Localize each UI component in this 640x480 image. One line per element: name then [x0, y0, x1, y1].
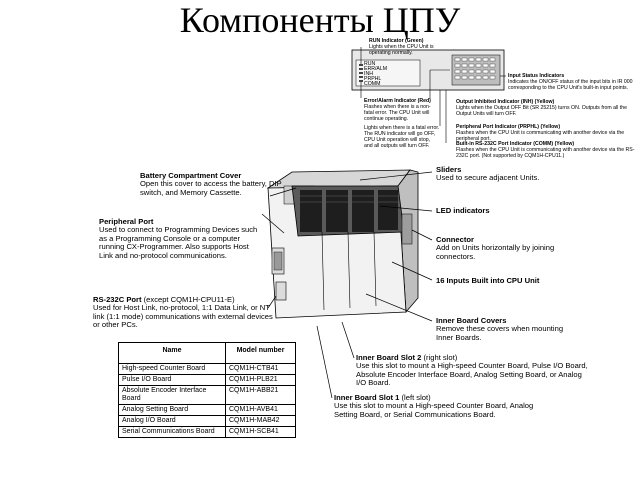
- error-indicator-title: Error/Alarm Indicator (Red): [364, 98, 431, 104]
- table-row: Absolute Encoder Interface Board CQM1H-A…: [118, 385, 296, 405]
- peripheral-indicator-title: Peripheral Port Indicator (PRPHL) (Yello…: [456, 124, 561, 130]
- sliders-callout: Sliders Used to secure adjacent Units.: [436, 165, 616, 183]
- input-status-note: Input Status Indicators Indicates the ON…: [508, 73, 636, 91]
- connector-title: Connector: [436, 235, 474, 244]
- inhibited-indicator-desc: Lights when the Output OFF Bit (SR 25215…: [456, 105, 627, 117]
- inner-board-slot2-callout: Inner Board Slot 2 (right slot) Use this…: [356, 353, 590, 388]
- model-number-cell: CQM1H-SCB41: [225, 426, 296, 438]
- error-indicator-note: Error/Alarm Indicator (Red) Flashes when…: [364, 98, 440, 149]
- led-panel-leaders: [360, 47, 506, 143]
- rs232c-port-desc: Used for Host Link, no-protocol, 1:1 Dat…: [93, 303, 273, 330]
- led-indicators-title: LED indicators: [436, 206, 490, 215]
- board-name-cell: Absolute Encoder Interface Board: [118, 385, 226, 405]
- column-header-name: Name: [118, 342, 226, 364]
- peripheral-port-title: Peripheral Port: [99, 217, 154, 226]
- model-number-cell: CQM1H-PLB21: [225, 374, 296, 386]
- slide-title: Компоненты ЦПУ: [179, 0, 461, 40]
- inner-board-covers-callout: Inner Board Covers Remove these covers w…: [436, 316, 576, 342]
- connector-callout: Connector Add on Units horizontally by j…: [436, 235, 564, 261]
- table-row: Serial Communications Board CQM1H-SCB41: [118, 426, 296, 438]
- sliders-title: Sliders: [436, 165, 462, 174]
- inner-board-covers-title: Inner Board Covers: [436, 316, 507, 325]
- run-indicator-title: RUN Indicator (Green): [369, 38, 424, 44]
- column-header-model: Model number: [225, 342, 296, 364]
- battery-cover-callout: Battery Compartment Cover Open this cove…: [140, 171, 288, 197]
- peripheral-port-desc: Used to connect to Programming Devices s…: [99, 225, 258, 260]
- rs232c-port-title: RS-232C Port: [93, 295, 142, 304]
- led-label-prphl: PRPHL: [364, 76, 382, 82]
- table-header-row: Name Model number: [118, 342, 296, 364]
- error-indicator-desc1: Flashes when there is a non-fatal error.…: [364, 104, 431, 122]
- peripheral-indicator-note: Peripheral Port Indicator (PRPHL) (Yello…: [456, 124, 632, 142]
- led-label-comm: COMM: [364, 81, 381, 87]
- model-number-cell: CQM1H-CTB41: [225, 363, 296, 375]
- model-number-cell: CQM1H-AVB41: [225, 404, 296, 416]
- led-label-run: RUN: [364, 61, 376, 67]
- peripheral-indicator-desc: Flashes when the CPU Unit is communicati…: [456, 130, 625, 142]
- cpu-unit-body: [266, 169, 419, 319]
- inhibited-indicator-note: Output Inhibited Indicator (INH) (Yellow…: [456, 99, 632, 117]
- led-panel-body: [351, 49, 505, 91]
- inner-board-slot1-callout: Inner Board Slot 1 (left slot) Use this …: [334, 393, 554, 419]
- peripheral-port-callout: Peripheral Port Used to connect to Progr…: [99, 217, 261, 260]
- board-name-cell: Pulse I/O Board: [118, 374, 226, 386]
- error-indicator-desc2: Lights when there is a fatal error. The …: [364, 125, 440, 149]
- led-label-err: ERR/ALM: [364, 66, 388, 72]
- rs232-indicator-title: Built-in RS-232C Port Indicator (COMM) (…: [456, 141, 575, 147]
- cpu-callout-leaders: [261, 171, 433, 399]
- slot1-title: Inner Board Slot 1: [334, 393, 400, 402]
- built-in-inputs-title: 16 Inputs Built into CPU Unit: [436, 276, 540, 285]
- board-name-cell: Serial Communications Board: [118, 426, 226, 438]
- led-indicators-callout: LED indicators: [436, 206, 576, 215]
- input-status-title: Input Status Indicators: [508, 73, 565, 79]
- inner-board-models-table: Name Model number High-speed Counter Boa…: [118, 342, 296, 438]
- built-in-inputs-callout: 16 Inputs Built into CPU Unit: [436, 276, 586, 285]
- slot2-subtitle: (right slot): [421, 353, 458, 362]
- table-row: High-speed Counter Board CQM1H-CTB41: [118, 363, 296, 375]
- rs232-indicator-desc: Flashes when the CPU Unit is communicati…: [456, 147, 635, 159]
- battery-cover-title: Battery Compartment Cover: [140, 171, 242, 180]
- input-status-desc: Indicates the ON/OFF status of the input…: [508, 79, 633, 91]
- slot2-title: Inner Board Slot 2: [356, 353, 422, 362]
- inner-board-covers-desc: Remove these covers when mounting Inner …: [436, 324, 564, 342]
- model-number-cell: CQM1H-MAB42: [225, 415, 296, 427]
- led-label-inh: INH: [364, 71, 373, 77]
- table-row: Analog Setting Board CQM1H-AVB41: [118, 404, 296, 416]
- inhibited-indicator-title: Output Inhibited Indicator (INH) (Yellow…: [456, 99, 555, 105]
- rs232-indicator-note: Built-in RS-232C Port Indicator (COMM) (…: [456, 141, 636, 159]
- table-row: Pulse I/O Board CQM1H-PLB21: [118, 374, 296, 386]
- slot2-desc: Use this slot to mount a High-speed Coun…: [356, 361, 588, 388]
- run-indicator-note: RUN Indicator (Green) Lights when the CP…: [369, 38, 449, 56]
- rs232c-port-callout: RS-232C Port (except CQM1H-CPU11-E) Used…: [93, 295, 273, 330]
- run-indicator-desc: Lights when the CPU Unit is operating no…: [369, 44, 434, 56]
- board-name-cell: Analog Setting Board: [118, 404, 226, 416]
- slot1-desc: Use this slot to mount a High-speed Coun…: [334, 401, 534, 419]
- connector-desc: Add on Units horizontally by joining con…: [436, 243, 555, 261]
- board-name-cell: High-speed Counter Board: [118, 363, 226, 375]
- board-name-cell: Analog I/O Board: [118, 415, 226, 427]
- model-number-cell: CQM1H-ABB21: [225, 385, 296, 405]
- sliders-desc: Used to secure adjacent Units.: [436, 173, 540, 183]
- battery-cover-desc: Open this cover to access the battery, D…: [140, 179, 282, 197]
- slot1-subtitle: (left slot): [399, 393, 431, 402]
- table-row: Analog I/O Board CQM1H-MAB42: [118, 415, 296, 427]
- rs232c-port-subtitle: (except CQM1H-CPU11-E): [141, 295, 235, 304]
